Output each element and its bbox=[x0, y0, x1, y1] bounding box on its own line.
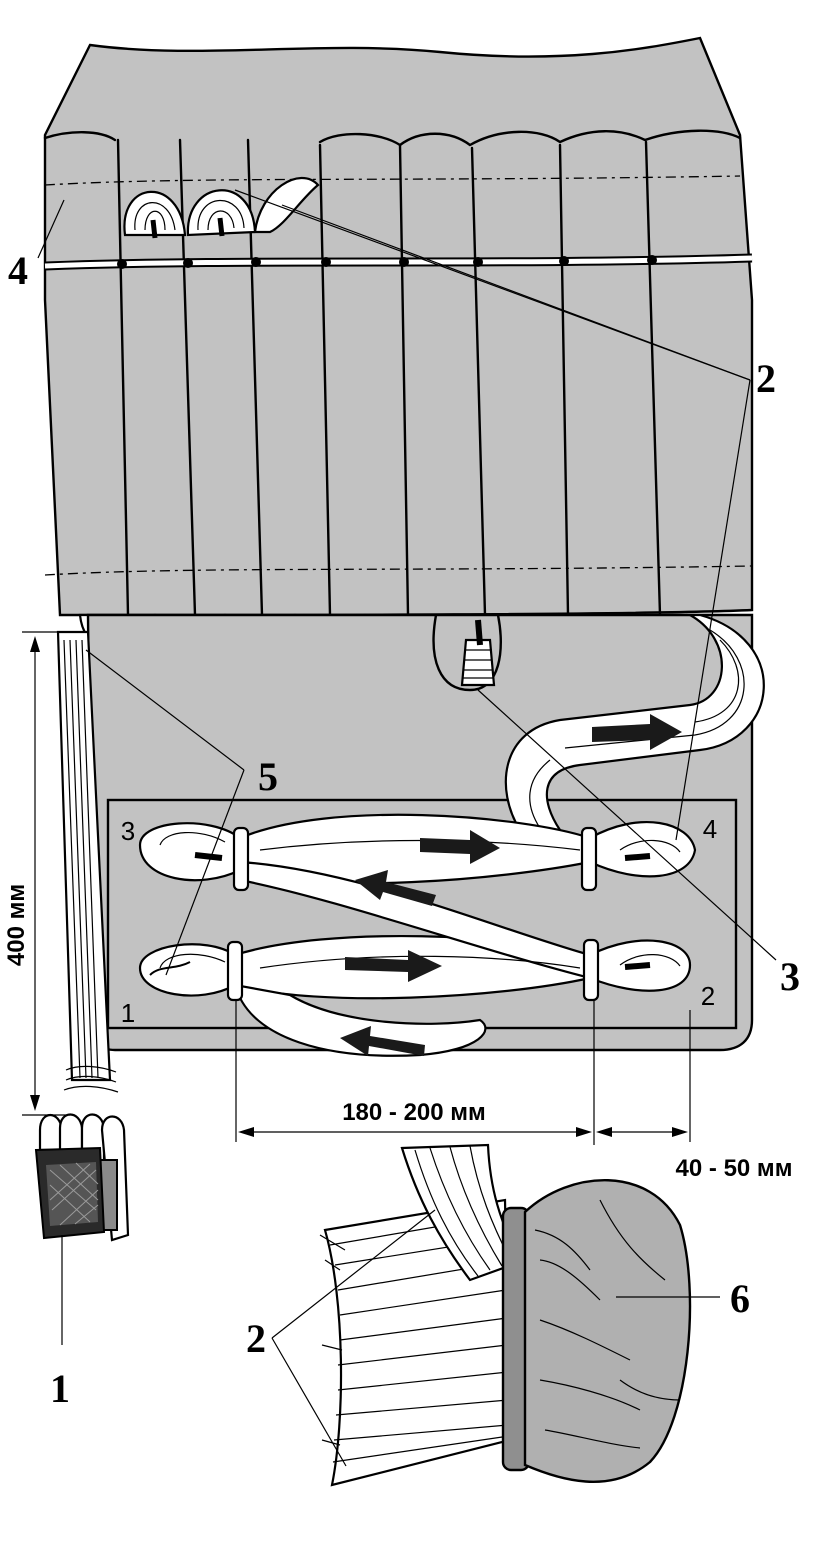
tie-off-pocket bbox=[432, 613, 502, 692]
label-400mm: 400 мм bbox=[3, 884, 30, 966]
canopy-detail bbox=[319, 1143, 692, 1487]
label-180-200mm: 180 - 200 мм bbox=[342, 1099, 486, 1126]
direction-arrows bbox=[340, 714, 682, 1056]
callout-2-upper: 2 bbox=[756, 356, 776, 401]
corner-label-2: 2 bbox=[701, 981, 715, 1011]
connector-links bbox=[34, 1113, 130, 1242]
canopy-fabric-upper bbox=[43, 36, 754, 617]
callout-4: 4 bbox=[8, 248, 28, 293]
label-40-50mm: 40 - 50 мм bbox=[676, 1155, 793, 1182]
line-bundle bbox=[34, 630, 130, 1242]
dimension-stow: 180 - 200 мм 40 - 50 мм bbox=[235, 1000, 793, 1182]
corner-label-3: 3 bbox=[121, 816, 135, 846]
leader-lines bbox=[37, 189, 777, 1467]
corner-labels: 3 4 1 2 bbox=[121, 814, 717, 1028]
callout-labels: 2 4 5 3 1 2 6 bbox=[8, 248, 800, 1411]
callout-2-lower: 2 bbox=[246, 1316, 266, 1361]
callout-5: 5 bbox=[258, 754, 278, 799]
callout-1: 1 bbox=[50, 1366, 70, 1411]
corner-label-4: 4 bbox=[703, 814, 717, 844]
dimension-400mm: 400 мм bbox=[3, 631, 70, 1116]
stowed-loops-top bbox=[123, 177, 320, 239]
callout-6: 6 bbox=[730, 1276, 750, 1321]
corner-label-1: 1 bbox=[121, 998, 135, 1028]
callout-3: 3 bbox=[780, 954, 800, 999]
